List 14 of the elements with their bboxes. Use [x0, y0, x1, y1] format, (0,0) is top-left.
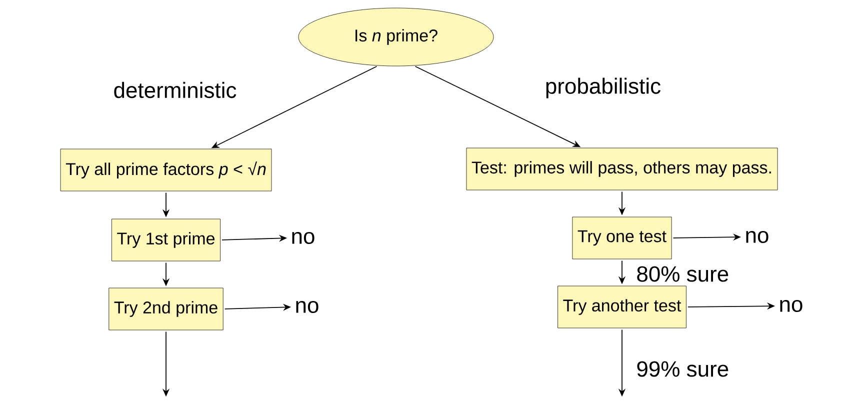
- edge-label: deterministic: [114, 82, 236, 98]
- process-box: Try 2nd prime: [108, 288, 224, 330]
- process-box: Try another test: [558, 286, 686, 328]
- process-box: Try 1st prime: [112, 218, 220, 262]
- result-text: no: [292, 232, 314, 244]
- edge-label: 99% sure: [637, 361, 728, 377]
- process-box: Test: primes will pass, others may pass.: [466, 148, 778, 190]
- result-text: no: [780, 300, 802, 312]
- result-text: no: [746, 230, 768, 244]
- edge-label: 80% sure: [637, 266, 728, 282]
- process-box: Try all prime factors p < √n: [60, 148, 272, 192]
- result-text: no: [296, 300, 318, 314]
- edge-label: probabilistic: [546, 78, 660, 98]
- process-box: Try one test: [572, 216, 672, 260]
